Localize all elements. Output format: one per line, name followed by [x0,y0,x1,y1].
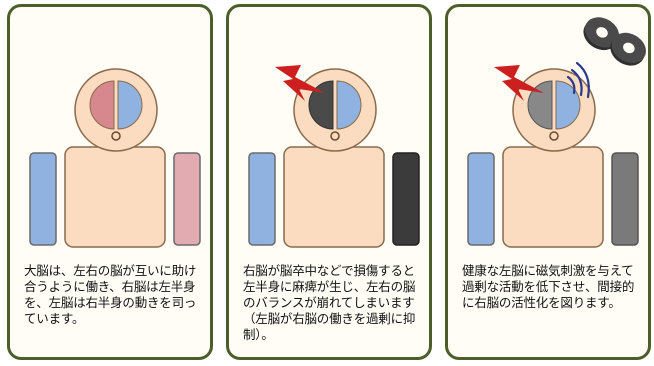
left-side-limb [248,152,276,246]
mouth [330,131,340,141]
illustration-normal [29,68,201,248]
torso [283,146,385,248]
torso [502,146,604,248]
right-side-limb [173,152,201,246]
lightning-icon [494,65,544,101]
magnetic-wave-icon [566,61,590,99]
damaged-brain-hemisphere [308,80,334,130]
illustration-stroke [248,65,420,248]
head [74,68,158,152]
mouth [111,131,121,141]
caption-tms: 健康な左脳に磁気刺激を与えて過剰な活動を低下させ、間接的に右脳の活性化を図ります… [462,263,635,310]
head [293,68,377,152]
caption-normal: 大脳は、左右の脳が互いに助け合うように働き、右脳は左半身を、左脳は右半身の動きを… [24,263,197,326]
lightning-icon [275,65,325,101]
left-brain-hemisphere [89,80,115,130]
magnetic-coil-icon [583,17,646,66]
recovering-brain-hemisphere [527,80,553,130]
head [512,68,596,152]
right-brain-hemisphere [336,80,362,130]
torso [64,146,166,248]
left-side-limb [29,152,57,246]
improving-limb [611,152,639,246]
panel-stroke: 右脳が脳卒中などで損傷すると左半身に麻痺が生じ、左右の脳のバランスが崩れてしまい… [226,4,432,360]
mouth [549,131,559,141]
illustration-tms [467,17,646,248]
right-brain-hemisphere [117,80,143,130]
paralyzed-limb [392,152,420,246]
panel-magnetic-stimulation: 健康な左脳に磁気刺激を与えて過剰な活動を低下させ、間接的に右脳の活性化を図ります… [445,4,651,360]
left-side-limb [467,152,495,246]
caption-stroke: 右脳が脳卒中などで損傷すると左半身に麻痺が生じ、左右の脳のバランスが崩れてしまい… [243,263,416,342]
panel-normal-brain: 大脳は、左右の脳が互いに助け合うように働き、右脳は左半身を、左脳は右半身の動きを… [7,4,213,360]
